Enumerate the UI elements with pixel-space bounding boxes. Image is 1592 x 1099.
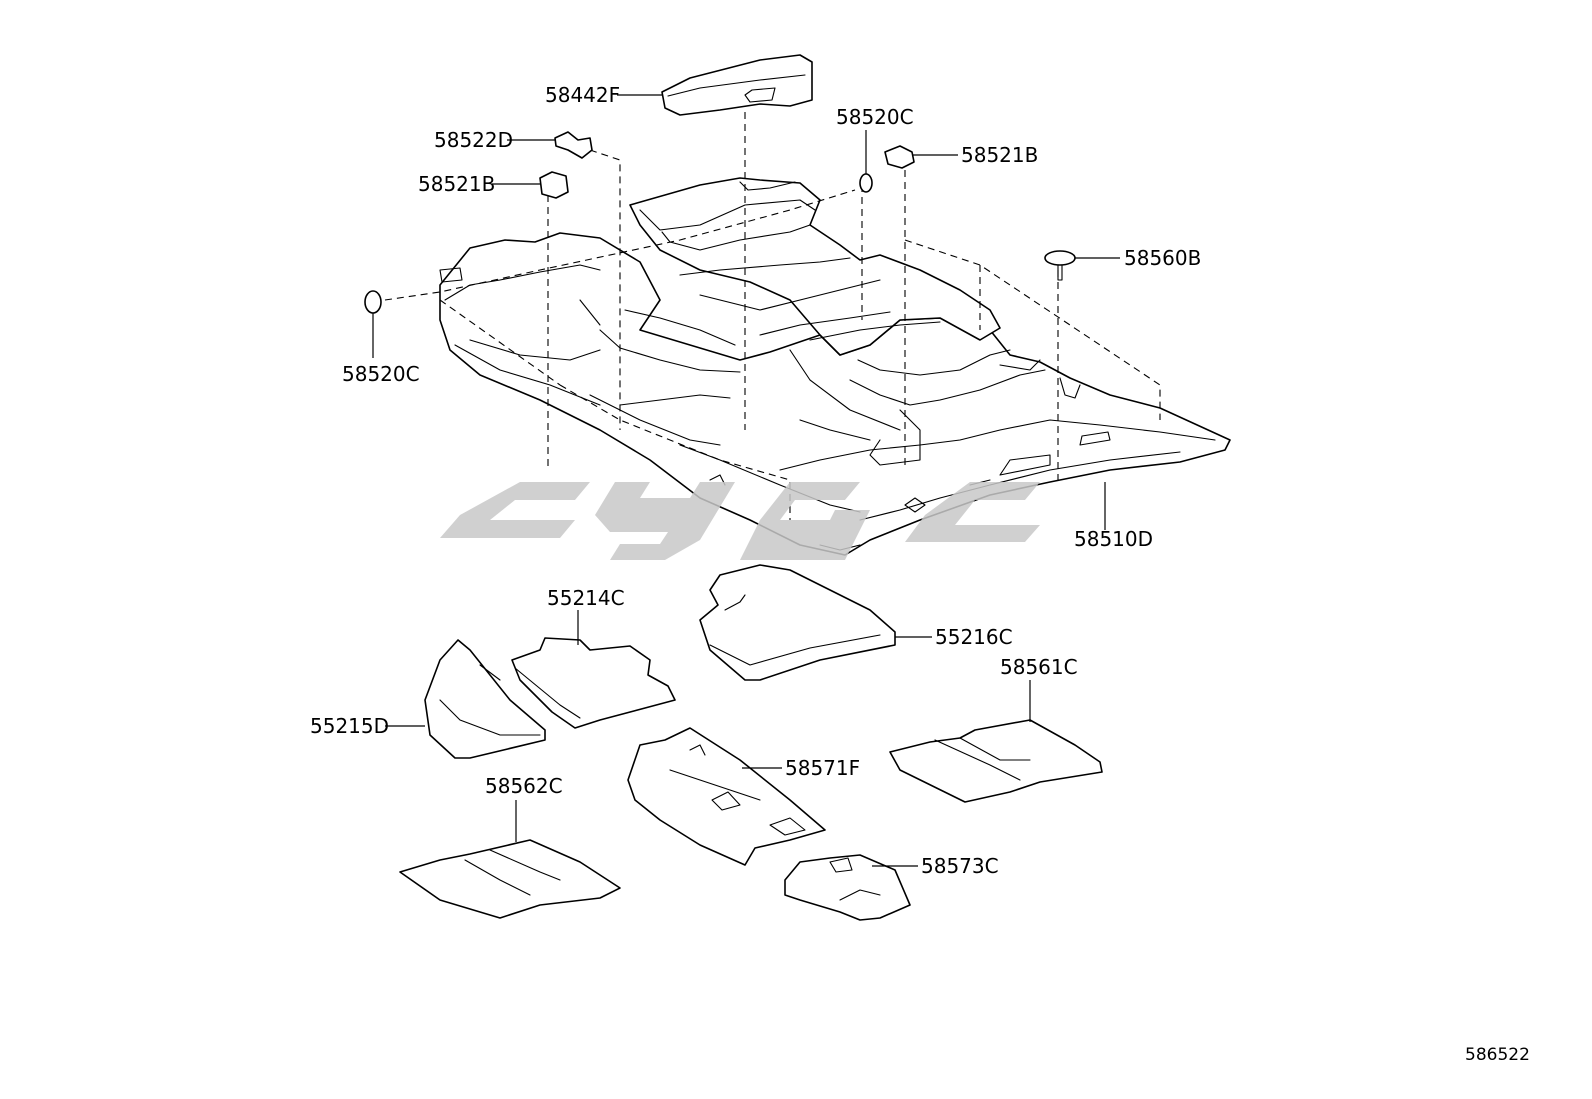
label-58520C-top: 58520C — [836, 105, 914, 129]
label-58510D: 58510D — [1074, 527, 1153, 551]
label-55216C: 55216C — [935, 625, 1013, 649]
pad-55216C — [699, 564, 896, 681]
label-58562C: 58562C — [485, 774, 563, 798]
clip-58522D — [554, 131, 593, 159]
label-58521B-right: 58521B — [961, 143, 1038, 167]
leader-lines — [372, 94, 1120, 867]
label-58571F: 58571F — [785, 756, 860, 780]
diagram-reference-number: 586522 — [1465, 1045, 1530, 1065]
label-58561C: 58561C — [1000, 655, 1078, 679]
cgc-logo-watermark — [440, 482, 1040, 560]
label-58520C-left: 58520C — [342, 362, 420, 386]
console-pad-58442F — [661, 54, 813, 116]
pad-58561C — [889, 719, 1103, 803]
part-labels: 58442F 58522D 58521B 58520C 58521B 58560… — [310, 83, 1201, 878]
label-58521B-left: 58521B — [418, 172, 495, 196]
label-58573C: 58573C — [921, 854, 999, 878]
clip-58521B-right — [884, 145, 915, 169]
label-58522D: 58522D — [434, 128, 513, 152]
label-58560B: 58560B — [1124, 246, 1201, 270]
assembly-dashed-lines — [384, 100, 1161, 520]
pad-55214C — [511, 637, 676, 729]
clip-58520C-left — [364, 290, 382, 314]
clip-58560B — [1044, 250, 1076, 281]
floor-carpet-58510D — [439, 177, 1231, 556]
pad-58562C — [399, 839, 621, 919]
label-55215D: 55215D — [310, 714, 389, 738]
pad-58571F — [627, 727, 826, 866]
label-55214C: 55214C — [547, 586, 625, 610]
pad-55215D — [424, 639, 546, 759]
label-58442F: 58442F — [545, 83, 620, 107]
clip-58520C-top — [859, 173, 873, 193]
pad-58573C — [784, 854, 911, 921]
clip-58521B-left — [539, 171, 569, 199]
